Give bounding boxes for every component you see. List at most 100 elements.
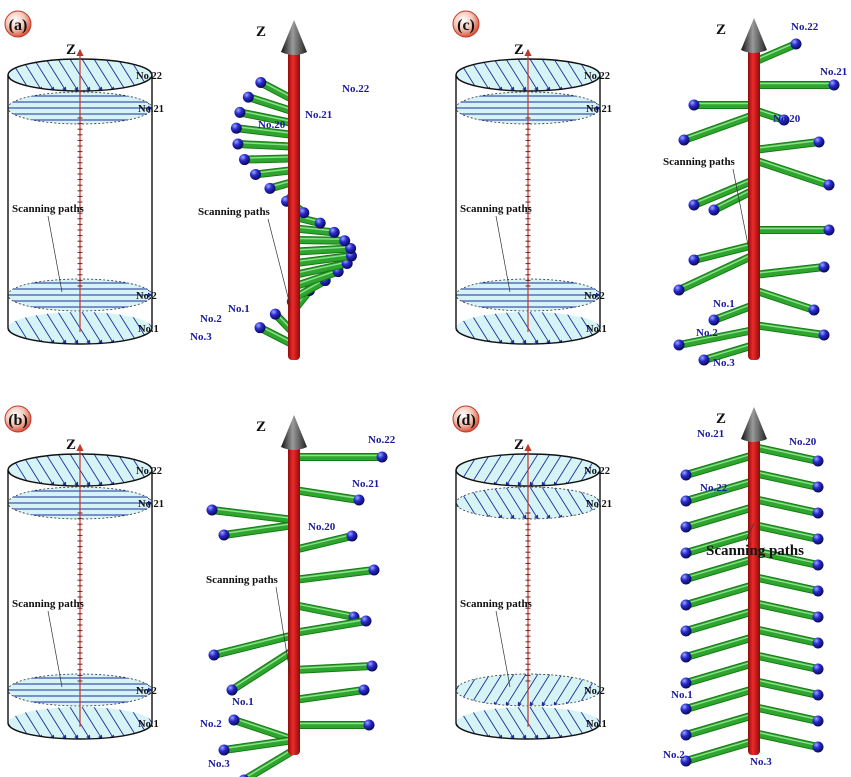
panel-b-rod-label: No.22 (368, 434, 396, 446)
panel-b-rod-label: No.21 (352, 478, 379, 490)
panel-d-arm-highlight (685, 634, 755, 657)
panel-d-layer-21-label: No.21 (586, 499, 612, 510)
panel-a-layer-22-scanline (105, 59, 127, 91)
panel-c-arm-highlight (753, 322, 825, 335)
panel-c-arm-highlight (753, 287, 815, 310)
panel-c-arm (711, 187, 757, 213)
panel-b-layer-2-label: No.2 (136, 686, 157, 697)
panel-a-rod-scan-label: Scanning paths (198, 206, 271, 218)
panel-d-rod (748, 437, 760, 755)
panel-d-panel-label: (d) (456, 412, 476, 429)
panel-d-arm (751, 678, 821, 698)
panel-a-arm-highlight (293, 226, 335, 232)
panel-d-rod-z-label: Z (716, 411, 726, 427)
panel-a-ball (345, 242, 357, 254)
panel-b-arm (291, 687, 367, 703)
panel-a-arm-highlight (293, 261, 348, 275)
panel-a-ball (339, 235, 351, 247)
panel-d-ball (812, 559, 824, 571)
panel-b-rod-label: No.20 (308, 521, 336, 533)
panel-d-ball (680, 599, 692, 611)
panel-b-layer-22-scanline (33, 454, 55, 486)
panel-d-arm (751, 574, 821, 594)
panel-d-arm (751, 496, 821, 516)
panel-c-ball (808, 304, 820, 316)
panel-c-cyl-scan-leader (495, 215, 511, 293)
panel-b-ball (208, 649, 220, 661)
panel-c-layer-22-scanline (553, 59, 575, 91)
panel-c-ball (778, 114, 790, 126)
panel-b-ball (360, 615, 372, 627)
panel-d-arm (683, 556, 757, 582)
panel-d-arm (683, 608, 757, 634)
panel-c-ball (823, 224, 835, 236)
panel-c-arm (711, 302, 757, 323)
panel-d-arm (683, 582, 757, 608)
panel-c-layer-22-scanline (481, 59, 503, 91)
panel-b-rod-scan-label: Scanning paths (206, 574, 279, 586)
panel-a-arm (291, 268, 342, 290)
panel-b-layer-22-scanline (93, 454, 115, 486)
panel-a-layer-2-label: No.2 (136, 291, 157, 302)
panel-b-ball (226, 684, 238, 696)
panel-b-layer-1-scanline (57, 707, 79, 739)
panel-b-rod-label: No.3 (208, 758, 230, 770)
panel-a-arm-highlight (293, 269, 339, 286)
panel-d-layer-22-scanline (553, 454, 575, 486)
panel-a-layer-1-scanline (33, 312, 55, 344)
panel-c-layer-22-scanline (541, 59, 563, 91)
panel-d-arm (751, 704, 821, 724)
panel-d-ball (680, 625, 692, 637)
panel-b-layer-22-scanline (57, 454, 79, 486)
panel-b-layer-1-scanline (81, 707, 103, 739)
panel-d-rod-label: No.1 (671, 689, 693, 701)
panel-a-arm-highlight (293, 246, 352, 251)
panel-b-ball (239, 774, 249, 777)
panel-d-arm (751, 470, 821, 490)
panel-b-arm (291, 663, 375, 673)
panel-a-layer-1-label: No.1 (138, 324, 159, 335)
panel-c-arm-highlight (713, 302, 755, 320)
panel-a-layer-21-label: No.21 (138, 104, 164, 115)
panel-d-arm-highlight (685, 660, 755, 683)
panel-c-layer-1-scanline (481, 312, 503, 344)
panel-d-arm (751, 652, 821, 672)
panel-d-arm-highlight (685, 712, 755, 735)
panel-b-arm-highlight (211, 507, 295, 520)
panel-b-ball (366, 660, 378, 672)
panel-a-rod (288, 50, 300, 360)
panel-c-cyl-z-label: Z (514, 42, 524, 58)
panel-a-panel-label: (a) (9, 17, 28, 34)
panel-d-cone (741, 407, 767, 442)
panel-a-layer-22-scanline (93, 59, 115, 91)
panel-d-ball (812, 611, 824, 623)
panel-a-cyl-scan-leader (47, 215, 63, 293)
panel-a-cyl-scan-label: Scanning paths (12, 203, 85, 215)
panel-d-layer-22-scanline (505, 454, 527, 486)
panel-a-ball (250, 168, 262, 180)
panel-a-ball (254, 322, 266, 334)
panel-d-arm (683, 660, 757, 686)
panel-d-cylinder-bottom (455, 722, 601, 740)
panel-d-arm (683, 530, 757, 556)
panel-d-ball (680, 703, 692, 715)
panel-b-cyl-scan-leader (47, 610, 63, 688)
panel-c-cylinder-bottom (455, 327, 601, 345)
panel-a-ball (230, 122, 242, 134)
panel-b-cyl-scan-label: Scanning paths (12, 598, 85, 610)
panel-d-ball (812, 715, 824, 727)
panel-b-layer-22-scanline (81, 454, 103, 486)
panel-a-arm-highlight (254, 167, 295, 174)
panel-d-arm-highlight (753, 626, 819, 643)
panel-b-layer-21-label: No.21 (138, 499, 164, 510)
panel-b-layer-1-scanline (93, 707, 115, 739)
panel-b-arm-highlight (233, 717, 295, 740)
panel-b-arm-highlight (293, 618, 367, 633)
panel-c-rod-label: No.3 (713, 357, 735, 369)
panel-c-ball (828, 79, 840, 91)
panel-c-rod-z-label: Z (716, 22, 726, 38)
panel-a-ball (264, 182, 276, 194)
panel-d-arm-highlight (685, 556, 755, 579)
